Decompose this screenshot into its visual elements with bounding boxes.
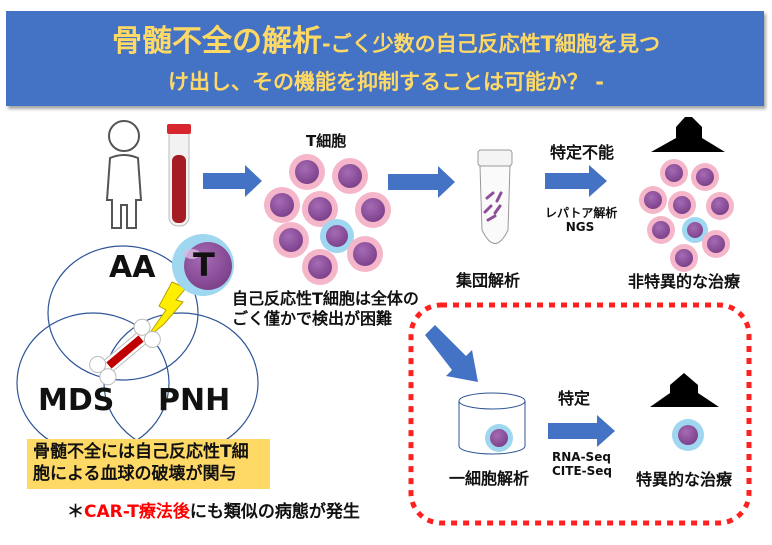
tcell — [347, 236, 383, 272]
specific-target-cell-icon — [672, 419, 704, 451]
lightning-icon — [144, 281, 187, 341]
arrow-blood-to-tcells — [203, 165, 262, 197]
tcell — [355, 192, 391, 228]
arrows — [203, 165, 615, 447]
person-icon — [105, 120, 143, 229]
single-cell-well-icon — [458, 392, 526, 455]
autoreactive-tcell — [320, 219, 354, 253]
specific-treatment-label: 特異的な治療 — [636, 470, 733, 489]
seq-line-2: CITE-Seq — [552, 464, 613, 478]
nonspecific-cell-cluster — [639, 159, 734, 272]
seq-line-1: RNA-Seq — [552, 450, 611, 464]
drug-icon-nonspecific — [651, 117, 725, 152]
title-sub-1: -ごく少数の自己反応性T細胞を見つ — [321, 32, 661, 56]
venn-circle-aa — [47, 245, 199, 381]
title-banner — [6, 11, 764, 106]
autoreactive-note-line-1: 自己反応性T細胞は全体の — [232, 289, 419, 308]
autoreactive-note: 自己反応性T細胞は全体の ごく僅かで検出が困難 — [232, 289, 419, 329]
large-tcell-icon — [172, 234, 234, 296]
tcell — [264, 187, 300, 223]
venn-label-pnh: PNH — [158, 383, 231, 418]
tcell — [289, 154, 325, 190]
title-line-2: け出し、その機能を抑制することは可能か？ - — [167, 70, 605, 94]
tcell-cluster — [264, 154, 391, 285]
footnote-highlight: CAR-T療法後 — [84, 502, 190, 522]
sequencing-label: RNA-Seq CITE-Seq — [552, 450, 612, 478]
single-cell-analysis-label: 一細胞解析 — [449, 469, 530, 488]
tcell — [273, 222, 309, 258]
tcell — [302, 249, 338, 285]
tcell-group-label: T細胞 — [306, 132, 347, 150]
title-line-1: 骨髄不全の解析-ごく少数の自己反応性T細胞を見つ — [0, 16, 772, 60]
note-box: 骨髄不全には自己反応性T細 胞による血球の破壊が関与 — [27, 439, 270, 489]
repertoire-line-1: レパトア解析 — [545, 206, 618, 220]
footnote-rest: にも類似の病態が発生 — [189, 502, 360, 522]
footnote-asterisk: ＊ — [67, 502, 84, 522]
bone-icon — [89, 318, 161, 386]
autoreactive-note-line-2: ごく僅かで検出が困難 — [232, 309, 393, 328]
repertoire-line-2: NGS — [565, 220, 595, 234]
tcell-label: T — [193, 246, 215, 284]
arrow-single-to-specific — [548, 415, 615, 447]
drug-icon-specific — [650, 373, 719, 407]
venn-label-aa: AA — [109, 250, 156, 285]
note-line-1: 骨髄不全には自己反応性T細 — [33, 442, 249, 462]
arrow-to-single-cell — [425, 325, 478, 382]
tcell — [332, 158, 368, 194]
arrow-tcells-to-bulk — [388, 166, 455, 198]
identified-label: 特定 — [558, 389, 591, 408]
unidentifiable-label: 特定不能 — [550, 143, 615, 162]
venn-label-mds: MDS — [38, 383, 115, 418]
bulk-analysis-label: 集団解析 — [456, 271, 521, 290]
repertoire-label: レパトア解析 NGS — [545, 206, 618, 234]
arrow-bulk-to-nonspecific — [545, 165, 607, 197]
blood-tube-icon — [167, 124, 191, 227]
note-line-2: 胞による血球の破壊が関与 — [33, 464, 237, 484]
title-main: 骨髄不全の解析 — [111, 24, 322, 59]
bulk-tube-icon — [477, 149, 513, 244]
footnote: ＊CAR-T療法後にも類似の病態が発生 — [67, 497, 360, 522]
tcell — [302, 191, 338, 227]
nonspecific-treatment-label: 非特異的な治療 — [628, 272, 741, 291]
